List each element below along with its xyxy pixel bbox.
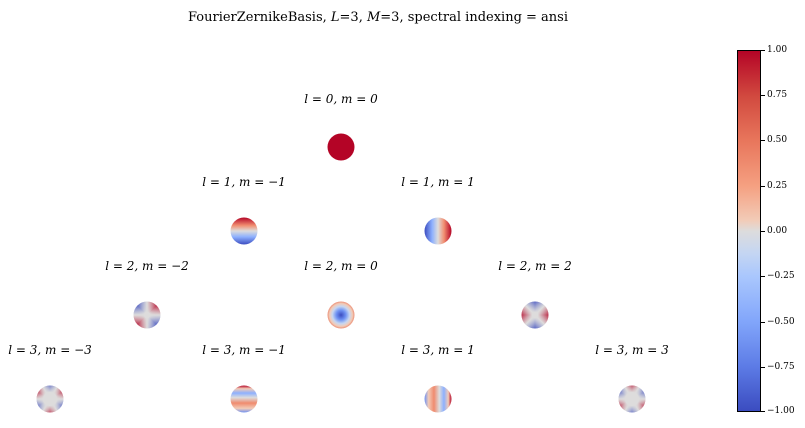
colorbar-tick [761,50,765,51]
colorbar-tick-label: −0.25 [767,271,795,281]
basis-disk-l1-m-1 [230,217,258,245]
subplot-label: l = 3, m = 1 [401,343,475,357]
colorbar-tick-label: 0.75 [767,90,788,100]
colorbar-tick [761,411,765,412]
title-L-val: =3 [339,10,359,25]
title-M-val: =3 [380,10,400,25]
subplot-label: l = 2, m = 0 [304,259,378,273]
basis-disk-l0-m0 [327,133,355,161]
title-M: M [366,10,381,25]
basis-disk-l2-m-2 [133,301,161,329]
chart-title: FourierZernikeBasis, L=3, M=3, spectral … [187,10,569,25]
colorbar-tick-label: 0.50 [767,135,788,145]
subplot-label: l = 1, m = 1 [401,175,475,189]
basis-disk-l3-m3 [618,385,646,413]
colorbar-tick-label: −1.00 [767,406,795,416]
colorbar-tick-label: −0.75 [767,362,795,372]
subplot-label: l = 3, m = −1 [202,343,286,357]
subplot-label: l = 2, m = 2 [498,259,572,273]
basis-disk-l3-m-1 [230,385,258,413]
subplot-label: l = 0, m = 0 [304,92,378,106]
basis-disk-l1-m1 [424,217,452,245]
title-suffix: , spectral indexing = ansi [399,10,569,25]
subplot-label: l = 1, m = −1 [202,175,286,189]
colorbar-tick-label: 0.25 [767,181,788,191]
subplot-label: l = 2, m = −2 [105,259,189,273]
subplot-label: l = 3, m = −3 [8,343,92,357]
colorbar-tick-label: 1.00 [767,45,788,55]
subplot-label: l = 3, m = 3 [595,343,669,357]
colorbar-tick [761,231,765,232]
colorbar-tick [761,322,765,323]
basis-disk-l3-m1 [424,385,452,413]
basis-disk-l2-m0 [327,301,355,329]
basis-disk-l3-m-3 [36,385,64,413]
colorbar-tick [761,276,765,277]
colorbar [737,50,761,412]
colorbar-tick [761,95,765,96]
colorbar-tick-label: 0.00 [767,226,788,236]
colorbar-tick [761,367,765,368]
basis-disk-l2-m2 [521,301,549,329]
colorbar-tick-label: −0.50 [767,317,795,327]
colorbar-tick [761,186,765,187]
title-L: L [330,10,340,25]
colorbar-tick [761,140,765,141]
title-prefix: FourierZernikeBasis, [187,10,331,25]
